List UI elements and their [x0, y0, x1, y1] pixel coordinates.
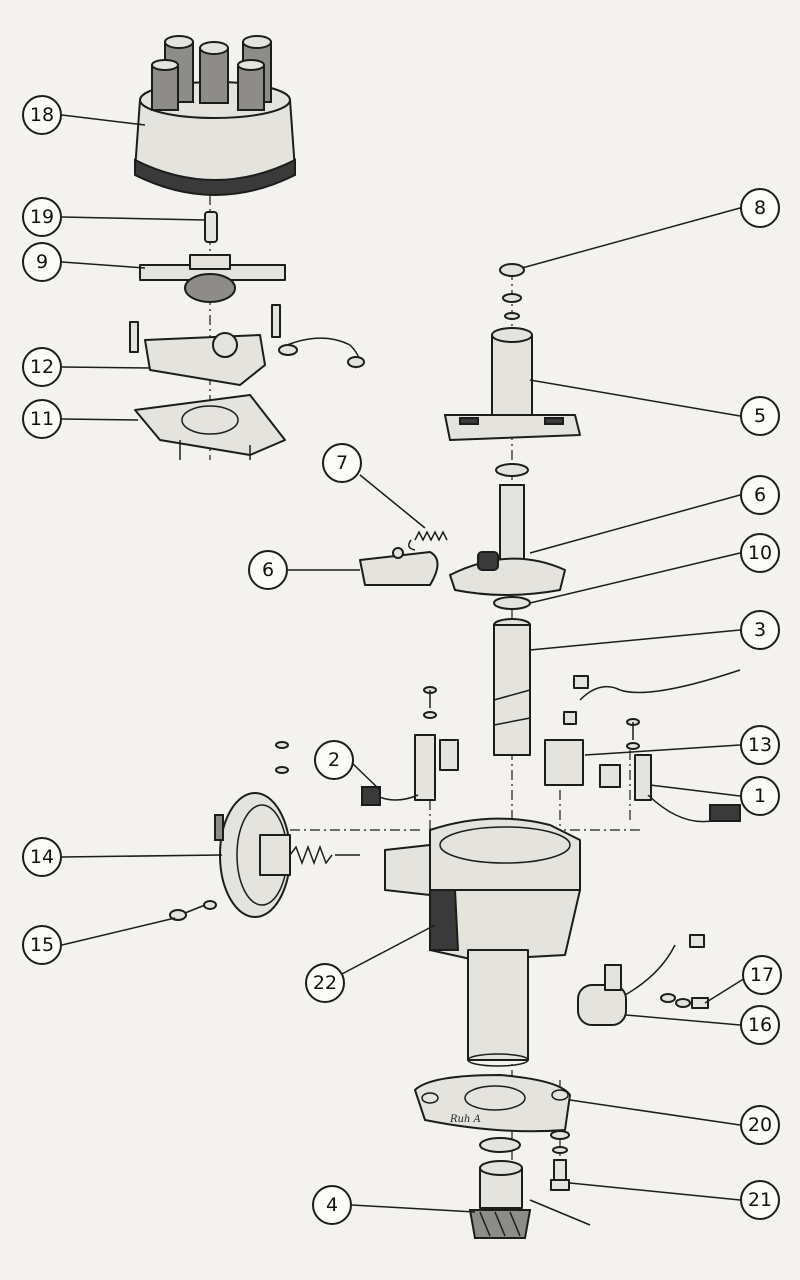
callout-6-right: 6 — [740, 475, 780, 515]
svg-text:3: 3 — [754, 619, 766, 641]
svg-text:21: 21 — [748, 1189, 772, 1211]
clamp-bolt — [479, 1130, 570, 1191]
svg-text:2: 2 — [328, 749, 340, 771]
thrust-washer — [493, 596, 531, 610]
callout-3: 3 — [740, 610, 780, 650]
mounting-screw — [169, 900, 217, 921]
callout-4: 4 — [312, 1185, 352, 1225]
terminal-block — [544, 669, 741, 788]
callout-18: 18 — [22, 95, 62, 135]
svg-text:7: 7 — [336, 452, 348, 474]
svg-text:16: 16 — [748, 1014, 772, 1036]
svg-text:11: 11 — [30, 408, 54, 430]
vacuum-advance-unit — [214, 792, 360, 918]
cam-assembly — [444, 327, 581, 441]
svg-text:6: 6 — [754, 484, 766, 506]
condenser-screw — [660, 993, 709, 1009]
callout-6-left: 6 — [248, 550, 288, 590]
callout-15: 15 — [22, 925, 62, 965]
callout-14: 14 — [22, 837, 62, 877]
callout-19: 19 — [22, 197, 62, 237]
ground-strap — [634, 754, 741, 823]
callout-11: 11 — [22, 399, 62, 439]
advance-spring — [408, 530, 448, 551]
callout-1: 1 — [740, 776, 780, 816]
svg-text:8: 8 — [754, 197, 766, 219]
svg-text:12: 12 — [30, 356, 54, 378]
svg-text:4: 4 — [326, 1194, 338, 1216]
svg-text:15: 15 — [30, 934, 54, 956]
callout-12: 12 — [22, 347, 62, 387]
callout-8: 8 — [740, 188, 780, 228]
plate-stamp: Ruh A — [449, 1114, 481, 1125]
drive-gear — [468, 1160, 591, 1239]
callout-20: 20 — [740, 1105, 780, 1145]
rotor — [139, 254, 286, 303]
svg-text:18: 18 — [30, 104, 54, 126]
callout-10: 10 — [740, 533, 780, 573]
svg-text:14: 14 — [30, 846, 54, 868]
callout-16: 16 — [740, 1005, 780, 1045]
breaker-point-set — [129, 304, 365, 386]
callout-labels: 18 19 9 12 11 8 5 7 6 6 10 3 2 13 1 14 1… — [22, 95, 782, 1225]
clamp-plate: Ruh A — [414, 1074, 571, 1133]
callout-13: 13 — [740, 725, 780, 765]
advance-weight-carrier — [449, 484, 566, 596]
distributor-housing — [384, 817, 581, 1067]
condenser — [577, 934, 705, 1026]
clamp-clip — [361, 734, 459, 806]
carbon-brush — [204, 211, 218, 243]
shaft-ring — [495, 463, 529, 477]
callout-21: 21 — [740, 1180, 780, 1220]
screw-top — [499, 263, 525, 320]
callout-9: 9 — [22, 242, 62, 282]
callout-2: 2 — [314, 740, 354, 780]
breaker-plate — [134, 394, 286, 460]
callout-22: 22 — [305, 963, 345, 1003]
svg-text:13: 13 — [748, 734, 772, 756]
cap-towers — [151, 35, 272, 111]
main-shaft — [493, 618, 531, 756]
distributor-cap — [134, 35, 296, 196]
svg-text:17: 17 — [750, 964, 774, 986]
svg-text:19: 19 — [30, 206, 54, 228]
small-screws — [275, 686, 640, 774]
svg-text:22: 22 — [313, 972, 337, 994]
callout-7: 7 — [322, 443, 362, 483]
callout-17: 17 — [742, 955, 782, 995]
advance-weight — [359, 547, 439, 586]
svg-text:5: 5 — [754, 405, 766, 427]
svg-text:20: 20 — [748, 1114, 772, 1136]
svg-text:6: 6 — [262, 559, 274, 581]
svg-text:1: 1 — [754, 785, 766, 807]
callout-5: 5 — [740, 396, 780, 436]
svg-text:9: 9 — [36, 251, 48, 273]
leader-lines — [61, 114, 759, 1213]
svg-text:10: 10 — [748, 542, 772, 564]
